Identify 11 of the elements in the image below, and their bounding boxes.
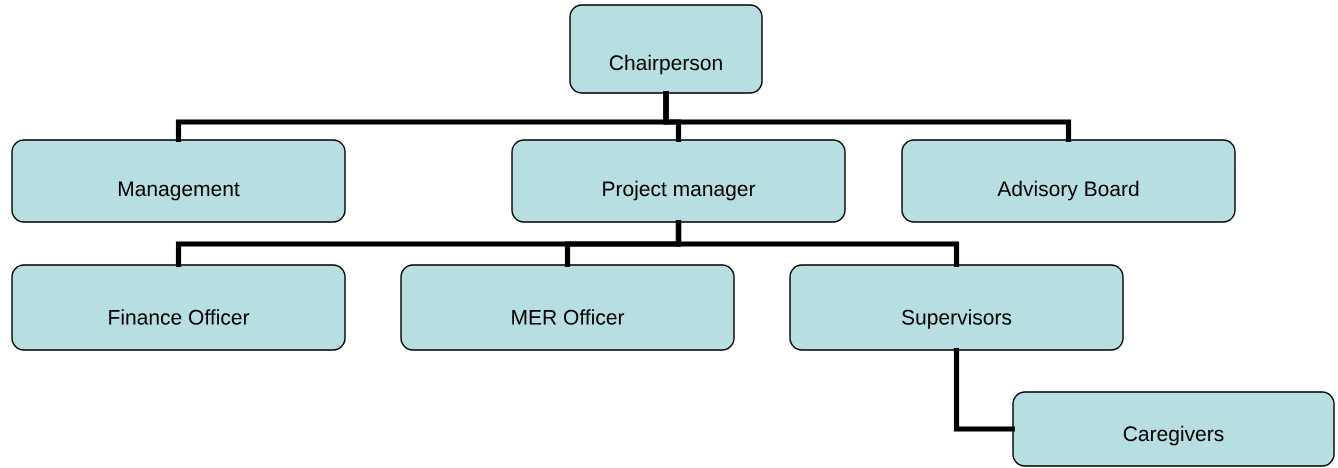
- org-box: Chairperson: [569, 4, 763, 94]
- org-box: Advisory Board: [901, 139, 1236, 223]
- org-box: Supervisors: [789, 264, 1124, 351]
- org-box: Finance Officer: [11, 264, 346, 351]
- org-box: Management: [11, 139, 346, 223]
- connector-line: [663, 91, 1072, 142]
- org-box: Project manager: [511, 139, 846, 223]
- org-box: MER Officer: [400, 264, 735, 351]
- org-box: Caregivers: [1012, 391, 1335, 467]
- connector-line: [953, 348, 1015, 432]
- connector-line: [675, 220, 960, 267]
